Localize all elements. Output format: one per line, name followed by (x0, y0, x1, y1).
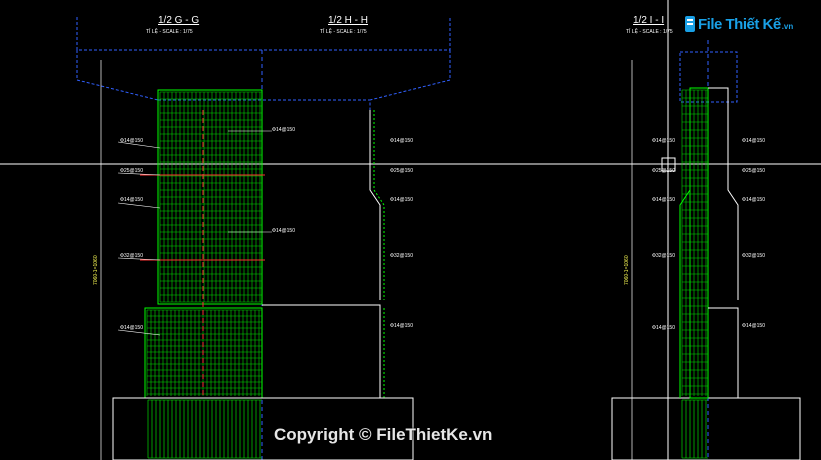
rebar-label: Φ25@150 (652, 168, 675, 174)
rebar-label: Φ14@150 (652, 138, 675, 144)
rebar-label: Φ14@150 (390, 197, 413, 203)
rebar-mesh-ii (679, 87, 709, 399)
logo-text: File Thiết Kế (698, 15, 781, 33)
section-scale-gg: TỈ LỆ - SCALE : 1/75 (146, 29, 193, 35)
logo-icon (685, 16, 695, 32)
rebar-label: Φ14@150 (120, 138, 143, 144)
section-scale-hh: TỈ LỆ - SCALE : 1/75 (320, 29, 367, 35)
rebar-mesh-gg (157, 89, 263, 305)
rebar-label: Φ32@150 (652, 253, 675, 259)
rebar-label: Φ14@150 (390, 323, 413, 329)
rebar-label: Φ14@150 (390, 138, 413, 144)
rebar-label: Φ32@150 (742, 253, 765, 259)
footing-rebar (147, 399, 708, 459)
rebar-label: Φ14@150 (120, 197, 143, 203)
rebar-label: Φ25@150 (390, 168, 413, 174)
brand-logo: File Thiết Kế .vn (684, 14, 793, 34)
crosshair-pickbox (661, 157, 676, 172)
rebar-label: Φ25@150 (120, 168, 143, 174)
section-hh-outline (262, 110, 381, 398)
rebar-label: Φ32@150 (390, 253, 413, 259)
rebar-label: Φ25@150 (742, 168, 765, 174)
pier-cap-left (76, 17, 451, 110)
section-scale-ii: TỈ LỆ - SCALE : 1/75 (626, 29, 673, 35)
rebar-label: Φ14@150 (652, 197, 675, 203)
section-hh-rebar (373, 110, 385, 398)
section-title-ii: 1/2 I - I (633, 15, 665, 26)
rebar-label: Φ14@150 (742, 197, 765, 203)
copyright-watermark: Copyright © FileThietKe.vn (274, 425, 493, 444)
footing-left (112, 397, 414, 460)
rebar-label: Φ14@150 (742, 138, 765, 144)
leaders-left (117, 130, 272, 336)
section-ii-outline (708, 87, 739, 398)
dim-vertical-right: 7060-1=1060 (624, 255, 630, 285)
section-title-hh: 1/2 H - H (328, 15, 369, 26)
rebar-label: Φ14@150 (272, 228, 295, 234)
dim-vertical-left: 7060-1=1060 (93, 255, 99, 285)
rebar-mesh-gg-lower (144, 307, 263, 399)
rebar-label: Φ14@150 (120, 325, 143, 331)
logo-domain: .vn (781, 21, 794, 31)
rebar-label: Φ32@150 (120, 253, 143, 259)
rebar-label: Φ14@150 (272, 127, 295, 133)
rebar-label: Φ14@150 (652, 325, 675, 331)
section-title-gg: 1/2 G - G (158, 15, 200, 26)
rebar-label: Φ14@150 (742, 323, 765, 329)
